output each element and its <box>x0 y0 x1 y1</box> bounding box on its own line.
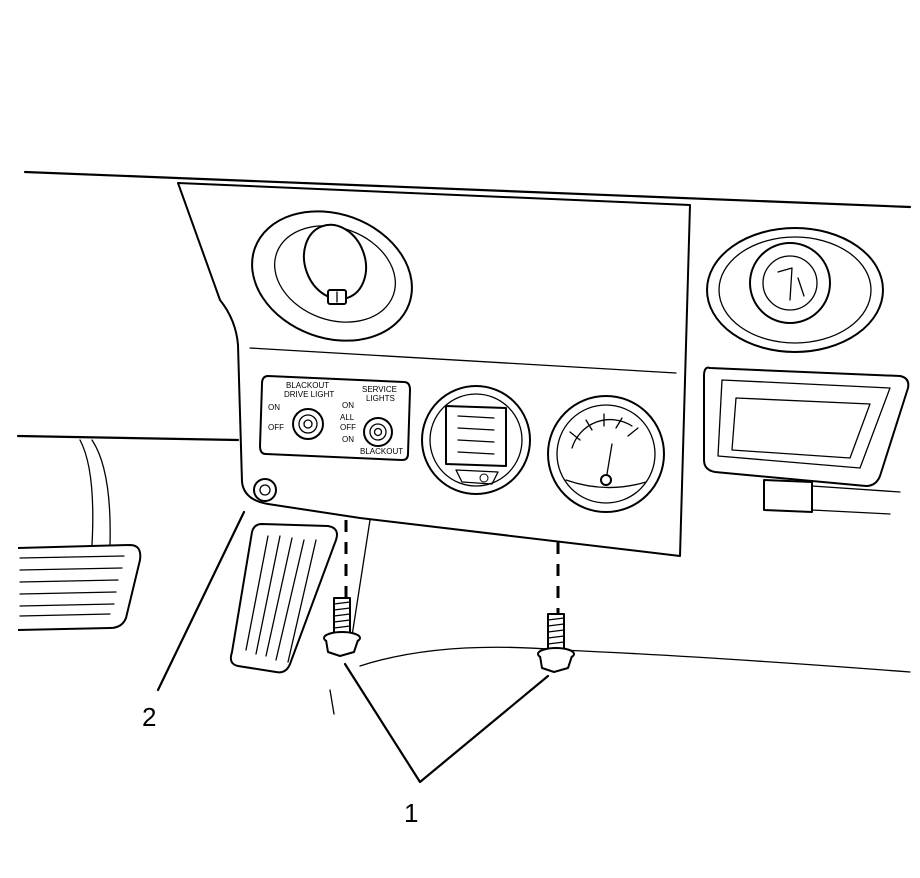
fastener-bolt-left <box>323 597 361 657</box>
service-blackout-label: BLACKOUT <box>360 447 403 456</box>
callout-1-number: 1 <box>404 798 418 828</box>
brake-pedal <box>17 544 142 631</box>
service-on-bottom-label: ON <box>342 435 354 444</box>
callout-2-leader <box>156 510 246 692</box>
blackout-drive-light-switch[interactable] <box>292 408 324 440</box>
callout-1-leader <box>343 662 550 784</box>
blackout-off-label: OFF <box>268 423 284 432</box>
blackout-on-label: ON <box>268 403 280 412</box>
service-on-top-label: ON <box>342 401 354 410</box>
console-edge <box>329 519 371 715</box>
accelerator-pedal <box>229 523 338 674</box>
service-label-line1: SERVICE <box>362 385 397 394</box>
fastener-bolt-right <box>537 613 575 673</box>
blackout-label-line1: BLACKOUT <box>286 381 329 390</box>
pressure-gauge <box>547 395 665 513</box>
service-all-label: ALL <box>340 413 355 422</box>
panel-mounting-stud <box>253 478 277 502</box>
glove-box-handle <box>703 366 910 515</box>
light-switch-panel: BLACKOUT DRIVE LIGHT ON OFF SERVICE LIGH… <box>259 375 411 461</box>
callout-2-number: 2 <box>142 702 156 732</box>
power-outlet <box>251 210 413 342</box>
service-label-line2: LIGHTS <box>366 394 395 403</box>
dash-top-edge <box>23 170 912 209</box>
service-lights-switch[interactable] <box>363 417 393 447</box>
service-off-label: OFF <box>340 423 356 432</box>
blackout-label-line2: DRIVE LIGHT <box>284 390 334 399</box>
pedal-arm-left <box>79 439 111 546</box>
dash-lower-edge <box>16 434 240 442</box>
floor-line <box>359 646 911 673</box>
right-dash-vent <box>706 227 884 353</box>
fuel-gauge <box>421 385 531 495</box>
